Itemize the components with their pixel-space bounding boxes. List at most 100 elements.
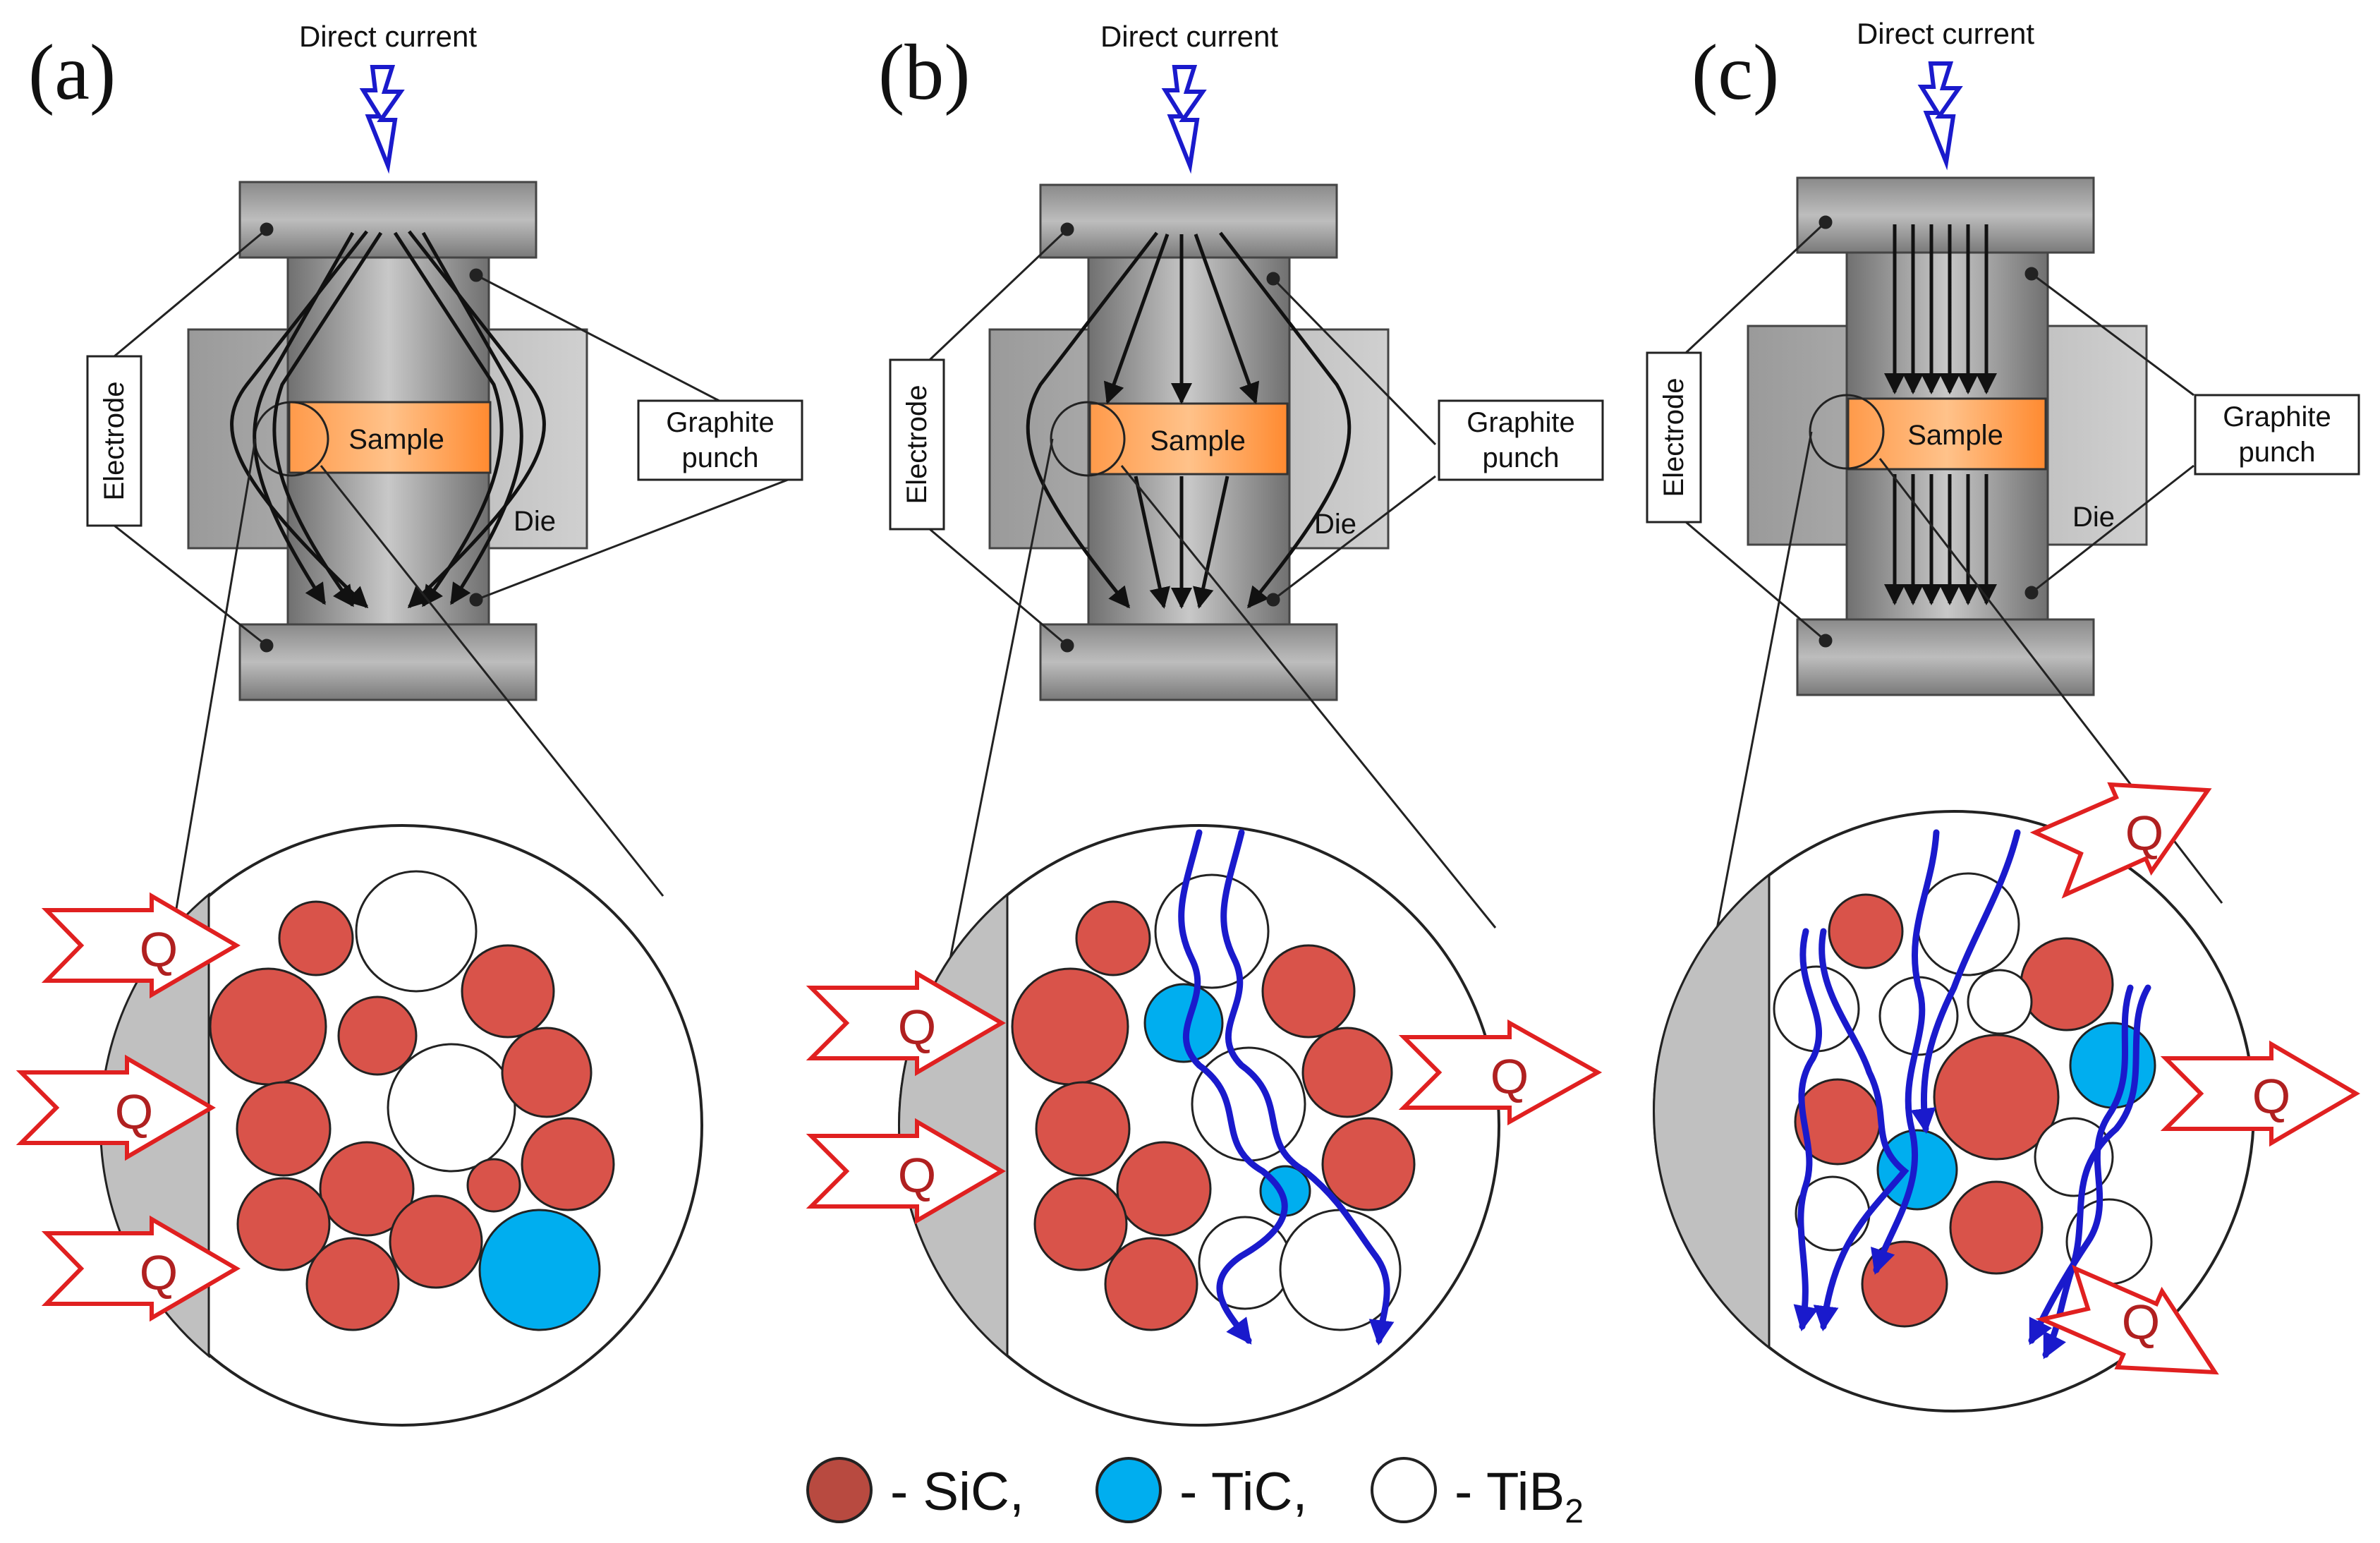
- panel-b-blue-current-paths: [1178, 829, 1395, 1346]
- panel-a-current-flow-arrows: [230, 230, 546, 609]
- sic-particle: [209, 967, 327, 1086]
- panel-c-lightning-icon: [1917, 61, 1963, 171]
- legend-tib2-subscript: 2: [1565, 1493, 1584, 1530]
- sic-particle: [1116, 1141, 1212, 1237]
- sic-particle: [1321, 1117, 1416, 1211]
- panel-c-punch-box: [2194, 394, 2360, 476]
- tib2-particle: [1191, 1046, 1306, 1162]
- panel-c-bottom-electrode: [1796, 618, 2095, 696]
- panel-a-electrode-label: Electrode: [99, 382, 130, 501]
- panel-a-heat-label: Q: [115, 1084, 153, 1139]
- panel-a-punch-label-line2: punch: [682, 442, 759, 473]
- panel-b-punch-label-line2: punch: [1483, 442, 1560, 473]
- panel-b-callout-lines: [928, 222, 1497, 1003]
- panel-a-particles: [209, 870, 615, 1331]
- panel-b-current-label: Direct current: [1100, 20, 1278, 53]
- panel-a-die-label: Die: [514, 506, 556, 537]
- panel-b-bottom-electrode: [1039, 623, 1338, 701]
- sic-particle: [236, 1081, 332, 1177]
- tib2-particle: [355, 870, 478, 993]
- sic-particle: [1301, 1027, 1393, 1118]
- sic-particle: [1011, 967, 1129, 1086]
- panel-a-current-label: Direct current: [299, 20, 477, 53]
- panel-c-sample-label: Sample: [1907, 420, 2003, 451]
- panel-c-heat-arrows: [2029, 782, 2360, 1375]
- sic-particle: [1035, 1081, 1131, 1177]
- tib2-particle: [387, 1043, 516, 1173]
- panel-a-sample-label: Sample: [348, 424, 444, 455]
- panel-c: (c) Direct current Sample Die: [1646, 17, 2360, 1412]
- panel-c-current-label: Direct current: [1857, 17, 2034, 50]
- panel-c-punch-wall: [1653, 872, 1771, 1350]
- sic-particle: [1828, 893, 1904, 969]
- panel-a: (a) Direct current Sample Die: [16, 20, 803, 1427]
- sic-particle: [236, 1177, 331, 1271]
- panel-b-heat-arrows: [806, 969, 1603, 1225]
- legend-sic-swatch: [806, 1457, 873, 1523]
- panel-a-punch-label-line1: Graphite: [666, 407, 774, 438]
- panel-c-sample: [1847, 397, 2047, 471]
- sic-particle: [1261, 944, 1356, 1039]
- panel-c-blue-current-paths: [1793, 829, 2151, 1360]
- sic-particle: [278, 900, 354, 976]
- panel-c-callout-lines: [1684, 215, 2223, 981]
- legend-tib2-prefix: - TiB: [1455, 1462, 1565, 1522]
- panel-c-current-flow-arrows: [1884, 224, 1997, 605]
- panel-a-bottom-electrode: [238, 623, 538, 701]
- panel-b-heat-label: Q: [898, 1148, 936, 1203]
- panel-c-punch-label-line1: Graphite: [2223, 401, 2331, 432]
- panel-b-die-label: Die: [1314, 509, 1356, 540]
- tic-particle: [2069, 1022, 2156, 1109]
- sic-particle: [1861, 1240, 1948, 1328]
- panel-c-die-label: Die: [2072, 502, 2115, 533]
- sic-particle: [1933, 1034, 2060, 1161]
- panel-b-zoom-spot: [1050, 401, 1126, 477]
- panel-b-electrode-label: Electrode: [901, 385, 933, 504]
- panel-a-callout-lines: [114, 222, 798, 985]
- panel-b-letter: (b): [878, 29, 971, 116]
- sic-particle: [305, 1237, 400, 1331]
- panel-a-punch-box: [637, 399, 803, 481]
- panel-b-sample: [1088, 402, 1289, 476]
- sic-particle: [466, 1158, 521, 1213]
- panel-b-punch-box: [1438, 399, 1604, 481]
- panel-c-letter: (c): [1692, 29, 1779, 116]
- tic-particle: [478, 1209, 601, 1331]
- sic-particle: [501, 1027, 593, 1118]
- panel-c-top-electrode: [1796, 176, 2095, 254]
- panel-b-heat-label: Q: [1490, 1049, 1529, 1104]
- legend-tib2-label: - TiB2: [1455, 1462, 1584, 1530]
- panel-b-top-electrode: [1039, 183, 1338, 259]
- panel-c-electrode-label: Electrode: [1658, 378, 1689, 497]
- panel-c-punch-label-line2: punch: [2239, 437, 2316, 468]
- panel-c-zoom-spot: [1809, 394, 1885, 470]
- panel-b: (b) Direct current Sample Die: [806, 20, 1604, 1427]
- panel-b-sample-label: Sample: [1150, 425, 1246, 456]
- sic-particle: [1033, 1177, 1128, 1271]
- sic-particle: [2020, 937, 2114, 1031]
- panel-c-heat-label: Q: [2122, 1295, 2160, 1350]
- panel-a-heat-label: Q: [140, 1245, 178, 1300]
- tib2-particle: [1154, 873, 1270, 989]
- panel-b-lightning-icon: [1161, 65, 1207, 174]
- sic-particle: [461, 944, 555, 1039]
- legend-tic-swatch: [1095, 1457, 1162, 1523]
- sic-particle: [319, 1141, 415, 1237]
- sic-particle: [1104, 1237, 1198, 1331]
- sic-particle: [337, 996, 418, 1076]
- panel-b-electrode-box: [889, 358, 945, 531]
- sic-particle: [1949, 1180, 2044, 1275]
- panel-a-letter: (a): [28, 29, 116, 116]
- panel-a-electrode-box: [86, 355, 142, 527]
- legend: - SiC, - TiC, - TiB2: [806, 1457, 1584, 1530]
- panel-b-punch-label-line1: Graphite: [1467, 407, 1574, 438]
- tib2-particle: [1967, 969, 2033, 1035]
- panel-a-heat-label: Q: [140, 922, 178, 977]
- panel-a-lightning-icon: [359, 65, 405, 174]
- legend-tib2-swatch: [1371, 1457, 1437, 1523]
- panel-c-heat-label: Q: [2252, 1069, 2290, 1124]
- panel-c-particles: [1773, 872, 2156, 1328]
- panel-b-heat-label: Q: [898, 1000, 936, 1055]
- sic-particle: [521, 1117, 615, 1211]
